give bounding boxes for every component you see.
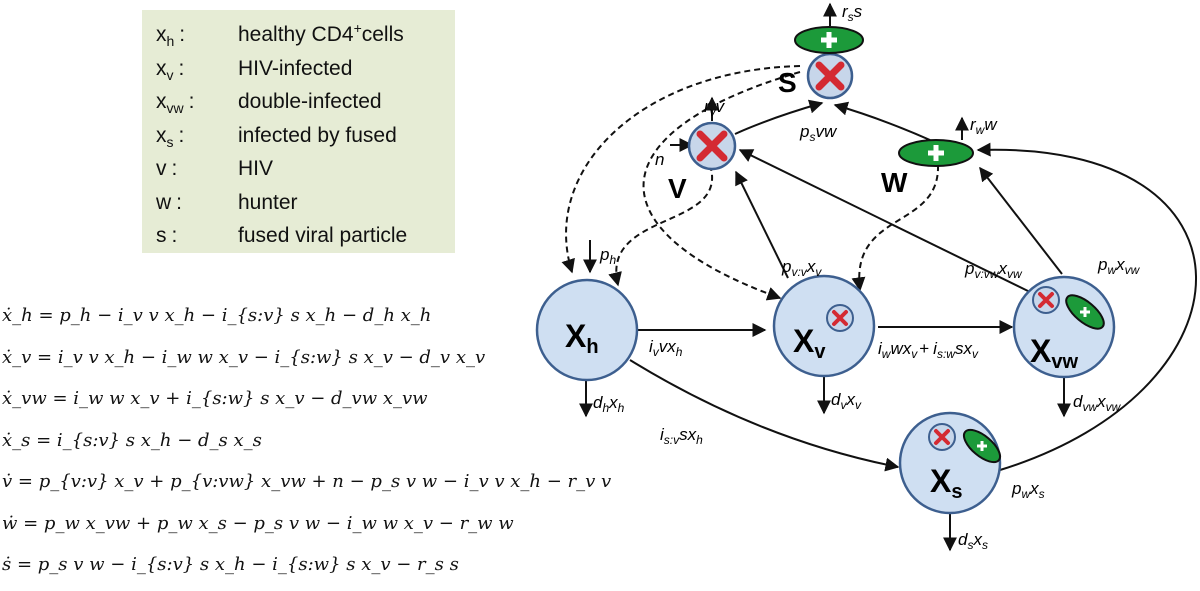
legend-description: HIV [238, 157, 274, 180]
legend-row: w: hunter [156, 180, 298, 214]
svg-text:Xvw: Xvw [1030, 333, 1078, 373]
virus-inside-xs [928, 423, 956, 451]
node-xh: Xh [535, 278, 639, 382]
edge-w-to-s [833, 101, 931, 141]
legend-symbol: s: [156, 224, 178, 247]
rate-infection-xv-to-xvw: iwwxv+is:wsxv [878, 339, 979, 361]
rate-labels: rss rvv rww psvw n ph pv:vxv pv:vwxvw pw… [593, 2, 1141, 552]
rate-pvvw-xvw: pv:vwxvw [964, 259, 1023, 281]
rate-dv-xv: dvxv [831, 390, 862, 412]
legend-row: s: fused viral particle [156, 213, 408, 247]
dashed-v-to-xh [608, 164, 714, 287]
dashed-w-to-xv [851, 164, 940, 292]
node-xs-sub: s [951, 481, 962, 503]
rate-rv-v: rvv [704, 97, 726, 119]
legend-row: xh: healthy CD4+cells [156, 12, 404, 49]
hunter-particle-w [898, 139, 974, 167]
node-s-label: S [778, 67, 797, 98]
hunter-inside-xvw [1065, 294, 1105, 330]
equation-line: ẇ = p_w x_vw + p_w x_s − p_s v w − i_w w… [2, 512, 514, 534]
legend-symbol: xv: [156, 56, 185, 83]
rate-ph: ph [599, 245, 616, 267]
edge-xvw-to-v [738, 149, 1031, 293]
node-xs-label: X [930, 463, 952, 499]
virus-particle-v [687, 121, 737, 171]
legend-symbol: xs: [156, 123, 185, 150]
dashed-s-to-xh [561, 65, 801, 274]
legend-symbol: xh: [156, 23, 186, 50]
legend-row: v: HIV [156, 146, 274, 180]
legend-row: xs: infected by fused [156, 113, 397, 150]
rate-ds-xs: dsxs [958, 530, 988, 552]
edge-xv-to-v [735, 170, 789, 279]
node-w-label: W [881, 167, 908, 198]
legend-box: xh: healthy CD4+cells xv: HIV-infected xvw: d… [142, 10, 455, 253]
node-xvw-label: X [1030, 333, 1052, 369]
virus-inside-xvw [1032, 286, 1060, 314]
svg-text:Xh: Xh [565, 318, 599, 358]
legend-row: xvw: double-infected [156, 79, 382, 116]
legend-symbol: xvw: [156, 90, 195, 117]
legend-description: double-infected [238, 90, 382, 113]
legend-row: xv: HIV-infected [156, 46, 353, 83]
equation-line: v̇ = p_{v:v} x_v + p_{v:vw} x_vw + n − p… [2, 471, 612, 492]
node-v-label: V [668, 173, 687, 204]
rate-ps-vw: psvw [799, 122, 838, 144]
rate-rw-w: rww [970, 115, 998, 137]
node-xh-label: X [565, 318, 587, 354]
rate-pvv-xv: pv:vxv [781, 257, 822, 279]
rate-pw-xs: pwxs [1011, 479, 1045, 501]
equation-line: ẋ_v = i_v v x_h − i_w w x_v − i_{s:w} s … [2, 346, 486, 368]
equation-line: ṡ = p_s v w − i_{s:v} s x_h − i_{s:w} s … [2, 554, 459, 575]
equation-line: ẋ_h = p_h − i_v v x_h − i_{s:v} s x_h − … [2, 305, 432, 326]
legend-symbol: w: [156, 190, 183, 214]
rate-n: n [655, 150, 664, 169]
node-xvw-sub: vw [1051, 351, 1078, 373]
rate-dh-xh: dhxh [593, 393, 625, 415]
legend-description: healthy CD4+cells [238, 20, 404, 46]
edge-xvw-to-w [979, 166, 1063, 275]
virus-inside-xv [826, 304, 854, 332]
equation-line: ẋ_s = i_{s:v} s x_h − d_s x_s [2, 429, 262, 451]
hunter-attached-s [794, 26, 864, 54]
rate-iv-vxh: ivvxh [649, 337, 683, 359]
legend-description: HIV-infected [238, 56, 353, 80]
svg-text:Xs: Xs [930, 463, 962, 503]
legend-description: infected by fused [238, 123, 397, 147]
dashed-edges [561, 65, 940, 301]
equation-line: ẋ_vw = i_w w x_v + i_{s:w} s x_v − d_vw … [2, 388, 428, 409]
hunter-inside-xs [962, 428, 1002, 464]
edge-v-to-s [734, 99, 824, 135]
legend-description: fused viral particle [238, 224, 408, 247]
rate-dvw-xvw: dvwxvw [1073, 392, 1122, 414]
legend-description: hunter [238, 190, 298, 214]
virus-particle-s [806, 52, 854, 100]
edges [579, 2, 1197, 552]
legend-symbol: v: [156, 157, 178, 180]
edge-xs-to-w [976, 142, 1197, 471]
node-xv-sub: v [814, 341, 826, 363]
rate-pw-xvw: pwxvw [1097, 255, 1141, 277]
svg-text:Xv: Xv [793, 323, 826, 363]
rate-isv-sxh: is:vsxh [660, 425, 703, 447]
rate-rs-s: rss [842, 2, 863, 24]
node-xv-label: X [793, 323, 815, 359]
node-xv: Xv [772, 274, 876, 378]
edge-xh-to-xs [629, 359, 900, 472]
node-xh-sub: h [586, 336, 598, 358]
